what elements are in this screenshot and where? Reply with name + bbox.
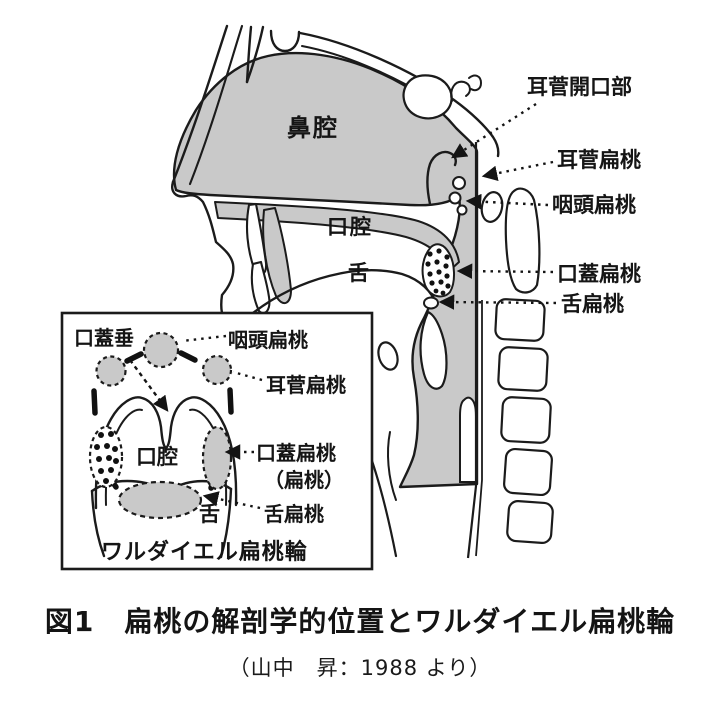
caption-title-row: 図1 扁桃の解剖学的位置とワルダイエル扁桃輪	[0, 600, 720, 640]
spine-column	[466, 142, 554, 559]
figure-title: 扁桃の解剖学的位置とワルダイエル扁桃輪	[124, 605, 676, 638]
inset-leader-lingual	[202, 491, 261, 510]
inset-pharyngeal-tonsil-shape	[142, 331, 180, 369]
inset-uvula-arrow	[129, 359, 169, 412]
tonsil-markers	[421, 150, 468, 310]
vertebra	[494, 298, 546, 342]
inset-label-uvula: 口蓋垂	[74, 326, 134, 350]
inset-label-oral-cavity: 口腔	[136, 445, 178, 469]
vertebra	[500, 396, 552, 444]
inset-left-tubal-tonsil-shape	[95, 355, 127, 387]
inset-label-palatine-tonsil: 口蓋扁桃	[256, 441, 336, 465]
leader-tubal-tonsil	[481, 160, 554, 182]
inset-right-palatine-tonsil-shape	[201, 425, 233, 491]
vertebra-c1	[480, 191, 504, 223]
vertebra	[497, 346, 549, 392]
anatomy-diagram: 鼻腔 口腔 舌 耳菅開口部 耳菅扁桃 咽頭扁桃 口蓋扁桃 舌扁桃	[60, 24, 641, 571]
label-tongue: 舌	[348, 261, 369, 285]
tubal-tonsil-marker	[448, 176, 468, 216]
label-nasal-cavity: 鼻腔	[287, 114, 339, 142]
waldeyer-ring-inset: 口蓋垂 咽頭扁桃 耳菅扁桃 口蓋扁桃 （扁桃） 舌扁桃 口腔 舌 ワルダイエル扁…	[60, 311, 374, 571]
leader-eustachian-opening	[451, 102, 537, 159]
inset-label-tubal-tonsil: 耳菅扁桃	[266, 373, 346, 397]
skull-outline	[245, 25, 500, 158]
face-profile-outline	[171, 24, 244, 315]
label-eustachian-opening: 耳菅開口部	[527, 75, 632, 99]
lingual-tonsil-marker	[423, 296, 439, 310]
leader-palatine-tonsil	[456, 263, 554, 279]
inset-left-palatine-tonsil-shape	[88, 425, 124, 489]
inset-label-palatine-tonsil-alt: （扁桃）	[264, 468, 344, 492]
inset-upper-tonsils	[95, 331, 233, 387]
leader-lines	[438, 102, 557, 310]
figure-caption: 図1 扁桃の解剖学的位置とワルダイエル扁桃輪 （山中 昇：1988 より）	[0, 600, 720, 682]
inset-lingual-tonsil-shape	[117, 480, 203, 520]
inset-leader-lines	[129, 334, 263, 510]
label-pharyngeal-tonsil: 咽頭扁桃	[552, 193, 636, 217]
inset-right-tubal-tonsil-shape	[201, 354, 233, 386]
inset-palatine-tonsils	[88, 425, 233, 491]
figure-number: 図1	[44, 605, 95, 638]
teeth-outline	[245, 202, 271, 315]
label-oral-cavity: 口腔	[327, 215, 373, 239]
vertebra	[506, 500, 554, 544]
inset-label-pharyngeal-tonsil: 咽頭扁桃	[228, 328, 308, 352]
vertebra-c2	[504, 187, 541, 294]
label-lingual-tonsil: 舌扁桃	[561, 292, 624, 316]
inset-label-tongue: 舌	[199, 502, 220, 526]
label-palatine-tonsil: 口蓋扁桃	[557, 262, 641, 286]
vertebra	[503, 447, 553, 497]
inset-title-waldeyer-ring: ワルダイエル扁桃輪	[101, 539, 308, 565]
pharynx-and-nasal-cavity-shade	[172, 51, 479, 489]
inset-leader-tubal	[232, 370, 263, 382]
figure-source: （山中 昇：1988 より）	[228, 656, 492, 680]
inset-label-lingual-tonsil: 舌扁桃	[264, 502, 324, 526]
palatine-tonsil-marker	[421, 243, 455, 298]
label-tubal-tonsil: 耳菅扁桃	[557, 148, 641, 172]
